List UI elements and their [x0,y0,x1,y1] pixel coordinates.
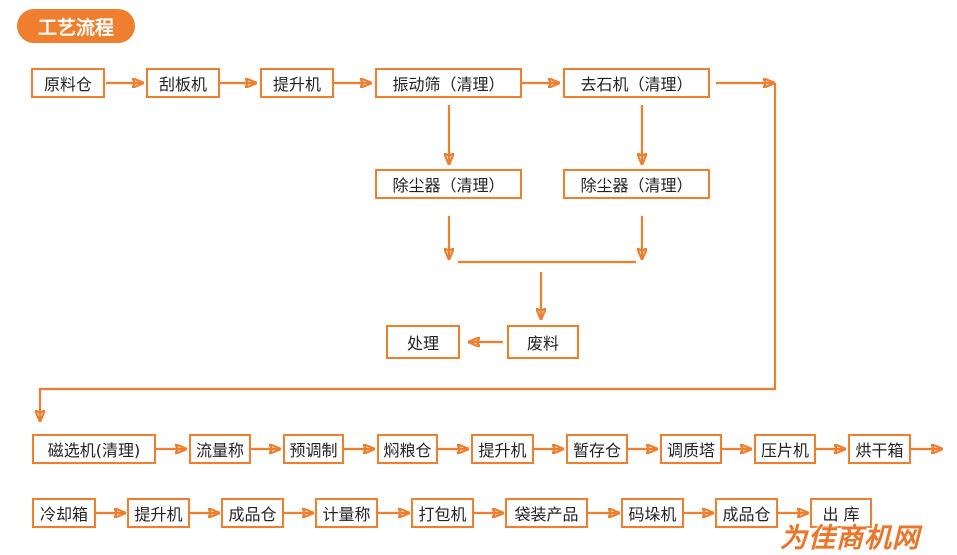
node-flaker: 压片机 [754,434,816,464]
node-scraper: 刮板机 [146,68,220,98]
node-outbound: 出 库 [810,498,872,528]
node-product-bin-1: 成品仓 [221,498,284,528]
node-cooler: 冷却箱 [32,498,96,528]
node-magnetic-separator: 磁选机(清理) [32,434,156,464]
node-elevator-3: 提升机 [127,498,190,528]
node-packing-machine: 打包机 [411,498,474,528]
node-dust-collector-2: 除尘器（清理） [563,169,710,199]
watermark-logo: 为佳商机网 [780,523,920,554]
node-grain-steaming-bin: 焖粮仓 [377,434,438,464]
node-conditioning-tower: 调质塔 [660,434,722,464]
node-disposal: 处理 [386,325,460,359]
node-product-bin-2: 成品仓 [715,498,778,528]
node-bagged-product: 袋装产品 [505,498,588,528]
node-dust-collector-1: 除尘器（清理） [375,169,522,199]
node-elevator-2: 提升机 [471,434,534,464]
node-temp-bin: 暂存仓 [566,434,628,464]
node-destoner: 去石机（清理） [563,68,710,98]
return-line [40,83,777,421]
node-palletizer: 码垛机 [621,498,684,528]
node-metering-scale: 计量称 [315,498,378,528]
diagram-title: 工艺流程 [17,9,135,43]
node-vibrating-screen: 振动筛（清理） [375,68,522,98]
node-dryer: 烘干箱 [848,434,911,464]
node-waste: 废料 [507,325,579,359]
node-elevator-1: 提升机 [260,68,334,98]
node-raw-silo: 原料仓 [31,68,105,98]
node-pre-conditioning: 预调制 [283,434,344,464]
node-flow-scale: 流量称 [189,434,251,464]
